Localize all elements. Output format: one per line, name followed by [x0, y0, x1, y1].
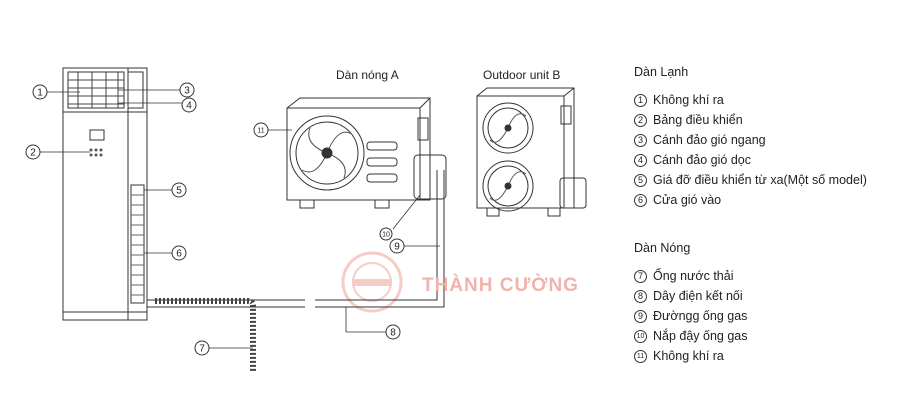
- callout-2: 2: [25, 144, 41, 160]
- number-badge: 3: [634, 133, 647, 147]
- indoor-unit: [62, 67, 148, 321]
- callout-9: 9: [389, 238, 405, 254]
- drain-hose: [155, 298, 256, 372]
- svg-text:2: 2: [30, 148, 36, 159]
- legend-item: 2 Bảng điều khiển: [634, 110, 896, 130]
- svg-text:1: 1: [37, 88, 43, 99]
- legend-item: 9 Đườngg ống gas: [634, 306, 896, 326]
- legend-item: 8 Dây điện kết nối: [634, 286, 896, 306]
- number-badge: 6: [634, 193, 647, 207]
- legend-item-label: Bảng điều khiển: [653, 113, 743, 127]
- legend-item-label: Cửa gió vào: [653, 193, 722, 207]
- callout-5: 5: [171, 182, 187, 198]
- callout-8: 8: [385, 324, 401, 340]
- legend-item: 6 Cửa gió vào: [634, 190, 896, 210]
- number-badge: 5: [634, 173, 647, 187]
- svg-text:5: 5: [176, 186, 182, 197]
- watermark-text: THÀNH CƯỜNG: [422, 275, 579, 296]
- number-badge: 4: [634, 153, 647, 167]
- svg-text:3: 3: [184, 86, 190, 97]
- legend-item: 3 Cánh đảo gió ngang: [634, 130, 896, 150]
- svg-text:11: 11: [257, 128, 264, 135]
- legend-item: 10 Nắp đậy ống gas: [634, 326, 896, 346]
- callout-7: 7: [194, 340, 210, 356]
- legend-item-label: Ống nước thải: [653, 269, 734, 283]
- legend-item-label: Đườngg ống gas: [653, 309, 748, 323]
- callout-3: 3: [179, 82, 195, 98]
- number-badge: 2: [634, 113, 647, 127]
- legend-item-label: Không khí ra: [653, 349, 724, 363]
- svg-text:8: 8: [390, 328, 396, 339]
- callout-1: 1: [32, 84, 48, 100]
- legend-item-label: Cánh đảo gió dọc: [653, 153, 751, 167]
- legend-item-label: Không khí ra: [653, 93, 724, 107]
- callout-4: 4: [181, 97, 197, 113]
- legend-item-label: Dây điện kết nối: [653, 289, 743, 303]
- svg-text:6: 6: [176, 249, 182, 260]
- outdoor-unit-a-label: Dàn nóng A: [336, 68, 399, 82]
- number-badge: 7: [634, 269, 647, 283]
- watermark-logo: [341, 251, 403, 313]
- leader-lines: [40, 89, 440, 349]
- legend-item: 1 Không khí ra: [634, 90, 896, 110]
- outdoor-unit-b-label: Outdoor unit B: [483, 68, 561, 82]
- number-badge: 9: [634, 309, 647, 323]
- svg-text:4: 4: [186, 101, 192, 112]
- svg-text:9: 9: [394, 242, 400, 253]
- legend-item-label: Giá đỡ điều khiển từ xa(Một số model): [653, 173, 867, 187]
- outdoor-legend-title: Dàn Nóng: [634, 241, 691, 255]
- svg-text:10: 10: [382, 232, 390, 239]
- callout-10: 10: [379, 227, 393, 241]
- svg-text:7: 7: [199, 344, 205, 355]
- legend-item-label: Cánh đảo gió ngang: [653, 133, 766, 147]
- outdoor-unit-a: [286, 97, 447, 209]
- number-badge: 11: [634, 349, 647, 363]
- legend-item: 4 Cánh đảo gió dọc: [634, 150, 896, 170]
- legend-item-label: Nắp đậy ống gas: [653, 329, 748, 343]
- indoor-legend-title: Dàn Lạnh: [634, 65, 689, 79]
- piping: [147, 170, 445, 311]
- callout-6: 6: [171, 245, 187, 261]
- legend: Dàn Lạnh 1 Không khí ra 2 Bảng điều khiể…: [634, 64, 896, 366]
- legend-item: 5 Giá đỡ điều khiển từ xa(Một số model): [634, 170, 896, 190]
- number-badge: 10: [634, 329, 647, 343]
- outdoor-unit-b: [476, 87, 587, 217]
- number-badge: 8: [634, 289, 647, 303]
- number-badge: 1: [634, 93, 647, 107]
- legend-item: 7 Ống nước thải: [634, 266, 896, 286]
- legend-item: 11 Không khí ra: [634, 346, 896, 366]
- callout-11: 11: [253, 122, 269, 138]
